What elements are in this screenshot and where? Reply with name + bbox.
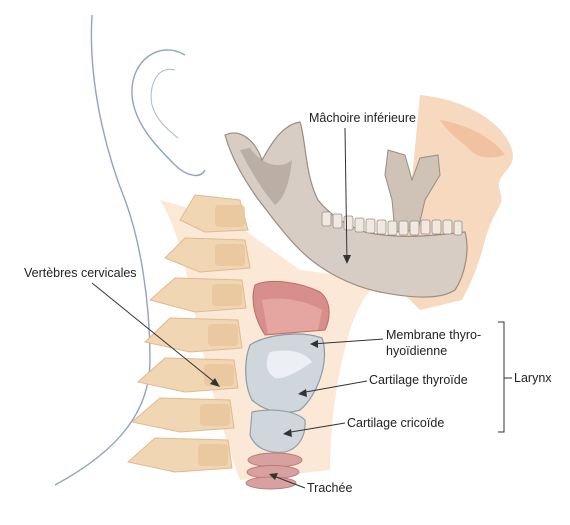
label-thyroid: Cartilage thyroïde bbox=[369, 373, 468, 387]
cricoid-cartilage bbox=[249, 409, 306, 453]
face-shadow bbox=[440, 120, 505, 158]
trachea-rings bbox=[245, 452, 303, 490]
larynx-bracket bbox=[498, 321, 512, 433]
arrow-heads bbox=[210, 255, 351, 480]
head-outline bbox=[54, 14, 151, 486]
ear-outline bbox=[131, 49, 206, 177]
coronoid-process bbox=[384, 149, 441, 233]
vertebral-bodies bbox=[198, 205, 245, 466]
label-membrane-line1: Membrane thyro- bbox=[386, 328, 482, 342]
thyrohyoid-membrane bbox=[262, 298, 322, 334]
label-membrane-line2: hyoïdienne bbox=[386, 344, 448, 358]
label-vertebrae: Vertèbres cervicales bbox=[24, 266, 137, 280]
leader-lines bbox=[91, 127, 384, 489]
label-jaw: Mâchoire inférieure bbox=[309, 111, 416, 125]
label-trachea: Trachée bbox=[307, 481, 353, 495]
mandible bbox=[224, 121, 468, 298]
label-larynx: Larynx bbox=[514, 371, 552, 385]
ear-inner bbox=[150, 68, 179, 139]
thyroid-highlight bbox=[266, 350, 312, 379]
label-cricoid: Cartilage cricoïde bbox=[347, 416, 445, 430]
lower-teeth bbox=[321, 211, 463, 236]
mandible-shading bbox=[240, 148, 292, 205]
